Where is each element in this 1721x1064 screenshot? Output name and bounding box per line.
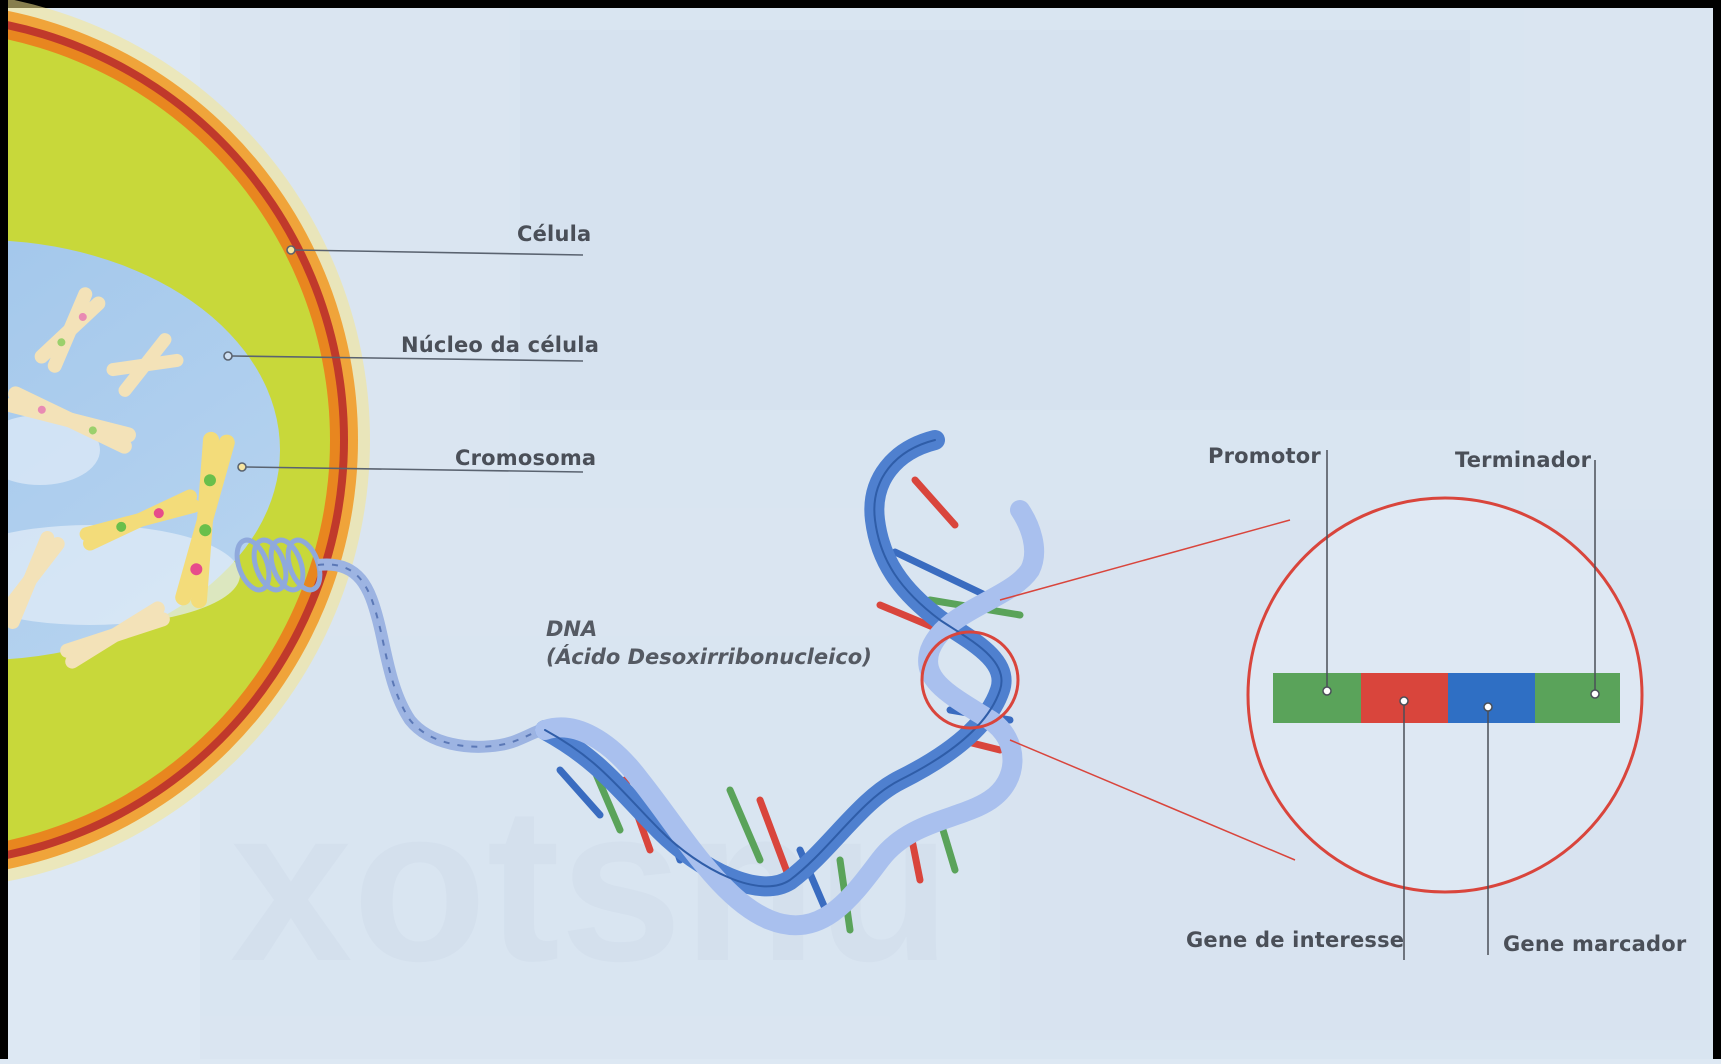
label-marker-gene: Gene marcador: [1503, 932, 1686, 956]
label-dna: DNA: [546, 615, 597, 643]
label-chromosome: Cromosoma: [455, 446, 596, 470]
label-terminator: Terminador: [1455, 448, 1591, 472]
label-promoter: Promotor: [1208, 444, 1321, 468]
frame-right: [1713, 0, 1721, 1059]
segment-marker-gene: [1448, 673, 1535, 723]
label-dna-full: (Ácido Desoxirribonucleico): [546, 643, 872, 671]
segment-promoter: [1273, 673, 1361, 723]
segment-terminator: [1535, 673, 1620, 723]
label-nucleus: Núcleo da célula: [401, 333, 599, 357]
label-cell: Célula: [517, 222, 591, 246]
frame-top: [0, 0, 1721, 8]
gene-construct-bar: [1273, 673, 1620, 723]
frame-left: [0, 0, 8, 1059]
label-gene-of-interest: Gene de interesse: [1186, 928, 1404, 952]
